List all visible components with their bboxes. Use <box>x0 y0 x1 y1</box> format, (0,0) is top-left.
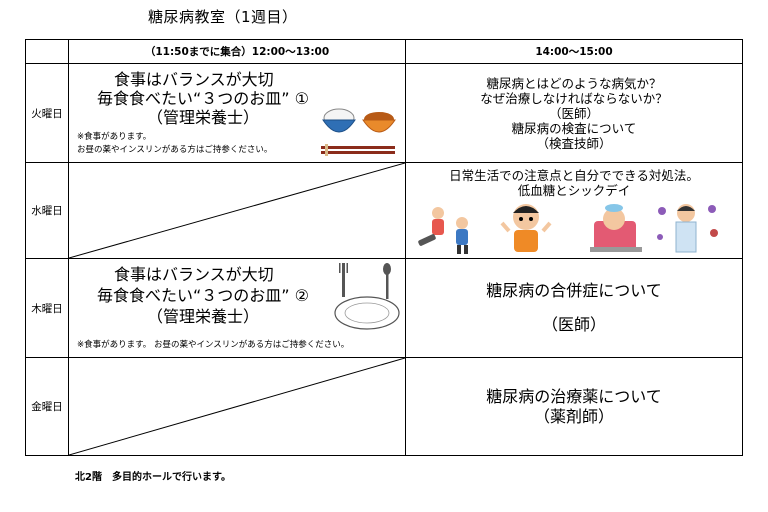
meal-note-medicine: お昼の薬やインスリンがある方はご持参ください。 <box>77 145 273 155</box>
friday-lunch-empty-cell <box>68 357 406 456</box>
lecture-line: 糖尿病の合併症について <box>486 281 662 300</box>
doctor-virus-icon <box>657 204 718 253</box>
lecture-text: 糖尿病とはどのような病気か？ なぜ治療しなければならないか？ （医師） 糖尿病の… <box>406 76 742 151</box>
thursday-lunch-cell: 食事はバランスが大切 毎食食べたい“３つのお皿” ② （管理栄養士） ※食事があ… <box>68 258 406 358</box>
lecture-line: 糖尿病の検査について <box>511 120 637 136</box>
sick-in-bed-icon <box>590 204 642 252</box>
meal-instructor: （管理栄養士） <box>147 108 260 127</box>
lecture-line: 日常生活での注意点と自分でできる対処法。 <box>449 168 699 183</box>
lecture-text: 糖尿病の治療薬について （薬剤師） <box>406 387 742 427</box>
wednesday-afternoon-cell: 日常生活での注意点と自分でできる対処法。 低血糖とシックデイ <box>405 162 743 259</box>
table-row: 水曜日 日常生活での注意点と自分でできる対処法。 低血糖とシックデイ <box>25 162 743 259</box>
lecture-text: 日常生活での注意点と自分でできる対処法。 低血糖とシックデイ <box>406 168 742 198</box>
lecturer-doctor: （医師） <box>548 105 599 121</box>
illustrations <box>418 204 718 254</box>
day-thursday: 木曜日 <box>25 258 69 358</box>
table-row: 金曜日 糖尿病の治療薬について （薬剤師） <box>25 357 743 456</box>
chopsticks-icon <box>321 144 395 156</box>
meal-title: 食事はバランスが大切 <box>114 70 274 89</box>
table-row: 木曜日 食事はバランスが大切 毎食食べたい“３つのお皿” ② （管理栄養士） ※… <box>25 258 743 358</box>
diagonal-line <box>69 358 405 455</box>
schedule-table: （11:50までに集合）12:00～13:00 14:00～15:00 火曜日 … <box>25 39 743 456</box>
dizzy-person-icon <box>500 204 552 252</box>
lecture-text: 糖尿病の合併症について （医師） <box>406 281 742 335</box>
tuesday-afternoon-cell: 糖尿病とはどのような病気か？ なぜ治療しなければならないか？ （医師） 糖尿病の… <box>405 63 743 163</box>
plate-fork-spoon-icon <box>334 263 400 330</box>
header-row: （11:50までに集合）12:00～13:00 14:00～15:00 <box>25 39 743 64</box>
rice-bowl-icon <box>322 108 356 133</box>
meal-instructor: （管理栄養士） <box>147 307 260 326</box>
soup-bowl-icon <box>362 112 396 133</box>
day-wednesday: 水曜日 <box>25 162 69 259</box>
meal-subtitle: 毎食食べたい“３つのお皿” ① <box>97 89 310 108</box>
wednesday-lunch-empty-cell <box>68 162 406 259</box>
header-time-lunch: （11:50までに集合）12:00～13:00 <box>68 39 406 64</box>
lecturer-technician: （検査技師） <box>536 135 612 151</box>
lecture-line: なぜ治療しなければならないか？ <box>480 90 668 106</box>
day-tuesday: 火曜日 <box>25 63 69 163</box>
meal-note: ※食事があります。 お昼の薬やインスリンがある方はご持参ください。 <box>77 340 350 350</box>
lecture-line: 糖尿病の治療薬について <box>486 386 662 406</box>
header-time-afternoon: 14:00～15:00 <box>405 39 743 64</box>
table-row: 火曜日 食事はバランスが大切 毎食食べたい“３つのお皿” ① （管理栄養士） ※… <box>25 63 743 163</box>
meal-note: ※食事があります。 <box>77 132 152 142</box>
page-title: 糖尿病教室（1週目） <box>148 8 298 26</box>
location-note: 北2階 多目的ホールで行います。 <box>75 472 231 483</box>
thursday-afternoon-cell: 糖尿病の合併症について （医師） <box>405 258 743 358</box>
meal-title: 食事はバランスが大切 <box>114 265 274 284</box>
lecturer-doctor: （医師） <box>541 315 606 334</box>
rice-and-soup-icon <box>321 108 396 156</box>
lecture-line: 糖尿病とはどのような病気か？ <box>486 75 662 91</box>
friday-afternoon-cell: 糖尿病の治療薬について （薬剤師） <box>405 357 743 456</box>
day-friday: 金曜日 <box>25 357 69 456</box>
fainting-person-icon <box>418 207 468 254</box>
tuesday-lunch-cell: 食事はバランスが大切 毎食食べたい“３つのお皿” ① （管理栄養士） ※食事があ… <box>68 63 406 163</box>
lecturer-pharmacist: （薬剤師） <box>533 406 614 426</box>
diagonal-line <box>69 163 405 258</box>
header-empty-cell <box>25 39 69 64</box>
meal-subtitle: 毎食食べたい“３つのお皿” ② <box>97 286 310 305</box>
lecture-line: 低血糖とシックデイ <box>517 183 631 198</box>
